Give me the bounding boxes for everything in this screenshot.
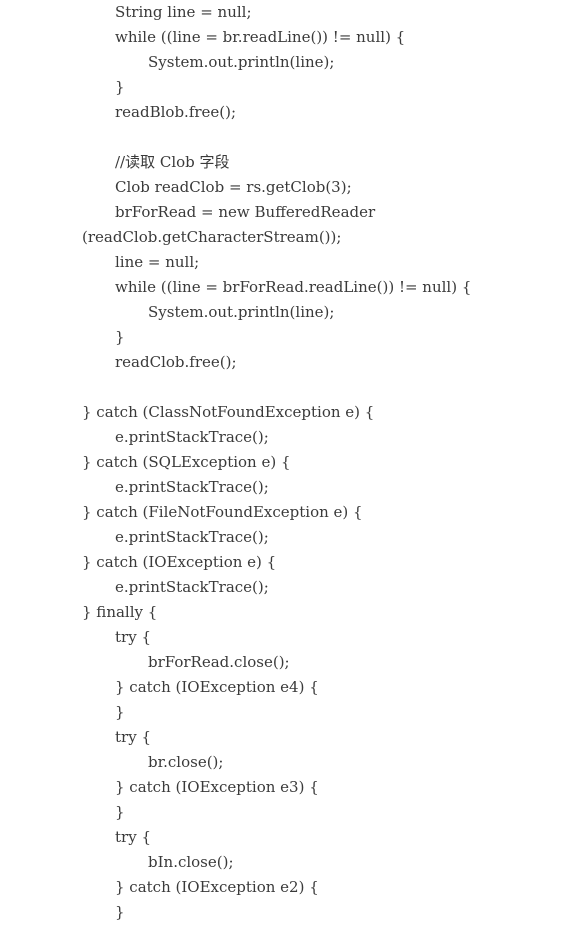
code-line: bIn.close(); [148, 853, 234, 871]
code-line: try { [115, 728, 151, 746]
code-line: } [115, 803, 125, 821]
code-line: e.printStackTrace(); [115, 478, 269, 496]
code-line: } catch (IOException e4) { [115, 678, 319, 696]
code-line: try { [115, 628, 151, 646]
code-line: br.close(); [148, 753, 224, 771]
code-line: e.printStackTrace(); [115, 428, 269, 446]
code-line [0, 375, 569, 400]
code-line: } [115, 78, 125, 96]
code-line: readClob.free(); [115, 353, 237, 371]
code-line: } catch (FileNotFoundException e) { [82, 503, 363, 521]
code-line: while ((line = br.readLine()) != null) { [115, 28, 406, 46]
code-line: } finally { [82, 603, 158, 621]
code-line: } catch (IOException e3) { [115, 778, 319, 796]
code-line: String line = null; [115, 3, 252, 21]
code-line: (readClob.getCharacterStream()); [82, 228, 342, 246]
code-line: e.printStackTrace(); [115, 578, 269, 596]
code-line: e.printStackTrace(); [115, 528, 269, 546]
code-line: Clob readClob = rs.getClob(3); [115, 178, 352, 196]
code-line [0, 125, 569, 150]
code-line: } [115, 703, 125, 721]
code-line: } catch (ClassNotFoundException e) { [82, 403, 375, 421]
code-line: line = null; [115, 253, 200, 271]
code-line: } catch (IOException e) { [82, 553, 277, 571]
code-line: readBlob.free(); [115, 103, 237, 121]
code-line: brForRead = new BufferedReader [115, 203, 376, 221]
code-line: brForRead.close(); [148, 653, 290, 671]
code-line: try { [115, 828, 151, 846]
code-line: System.out.println(line); [148, 303, 335, 321]
code-line: while ((line = brForRead.readLine()) != … [115, 278, 472, 296]
code-line: } [115, 903, 125, 921]
code-comment-line: //读取 Clob 字段 [115, 153, 230, 171]
code-line: } [115, 328, 125, 346]
code-line: } catch (IOException e2) { [115, 878, 319, 896]
code-line: } catch (SQLException e) { [82, 453, 291, 471]
code-line: System.out.println(line); [148, 53, 335, 71]
